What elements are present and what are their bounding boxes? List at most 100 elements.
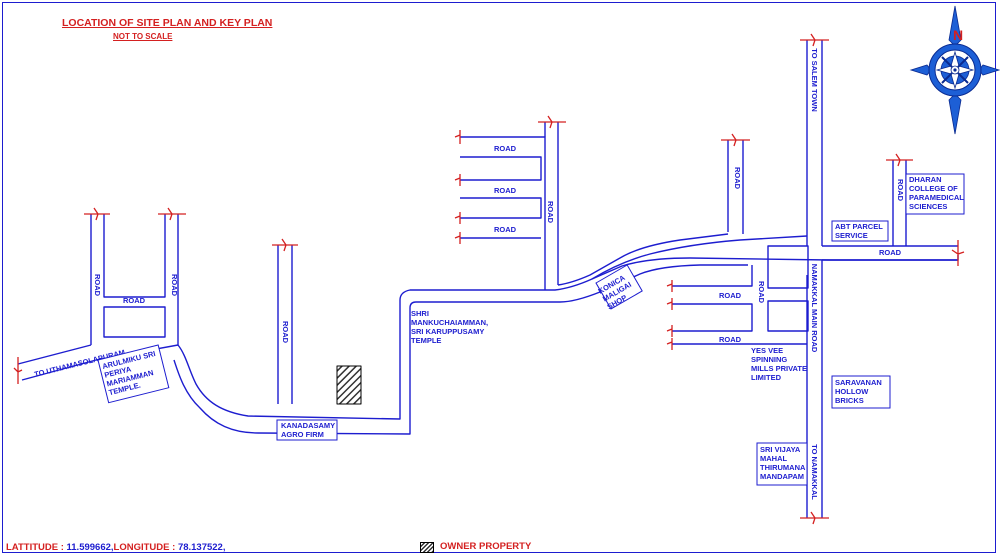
road-edge — [672, 268, 753, 287]
svg-text:SERVICE: SERVICE — [835, 231, 868, 240]
svg-text:THIRUMANA: THIRUMANA — [760, 463, 806, 472]
svg-text:KANADASAMY: KANADASAMY — [281, 421, 335, 430]
road-edge — [17, 344, 92, 365]
landmark-boxes — [97, 173, 965, 486]
dharan-box — [905, 173, 965, 215]
break-mark — [538, 115, 566, 129]
svg-text:SRI VIJAYA: SRI VIJAYA — [760, 445, 801, 454]
road-label: ROAD — [879, 248, 902, 257]
road-label: ROAD — [494, 225, 517, 234]
road-edge — [460, 156, 542, 181]
owner-property-legend-swatch — [420, 542, 434, 553]
svg-text:PARAMEDICAL: PARAMEDICAL — [909, 193, 964, 202]
page-subtitle: NOT TO SCALE — [113, 32, 173, 41]
road-edge — [173, 301, 560, 435]
road-edge — [557, 233, 729, 286]
road-label: ROAD — [719, 335, 742, 344]
svg-text:SHRI: SHRI — [411, 309, 429, 318]
svg-text:COLLEGE OF: COLLEGE OF — [909, 184, 958, 193]
road-label: ROAD — [546, 201, 555, 224]
svg-text:MAHAL: MAHAL — [760, 454, 787, 463]
break-mark — [666, 338, 673, 350]
svg-text:AGRO FIRM: AGRO FIRM — [281, 430, 324, 439]
break-mark — [454, 232, 461, 244]
svg-text:YES VEE: YES VEE — [751, 346, 783, 355]
break-mark — [666, 298, 673, 310]
road-label: ROAD — [733, 167, 742, 190]
konica-box — [595, 264, 643, 310]
road-network — [17, 40, 959, 518]
svg-text:SCIENCES: SCIENCES — [909, 202, 947, 211]
road-label: ROAD — [896, 179, 905, 202]
longitude-label: LONGITUDE : — [113, 542, 178, 553]
road-edge — [460, 136, 546, 290]
break-mark — [158, 207, 186, 221]
break-mark — [666, 280, 673, 292]
latitude-value: 11.599662, — [66, 542, 114, 553]
kanadasamy-box — [276, 419, 338, 441]
road-label: TO NAMAKKAL — [810, 444, 819, 500]
svg-text:MANDAPAM: MANDAPAM — [760, 472, 804, 481]
arulmiku-box — [97, 344, 170, 404]
svg-text:SPINNING: SPINNING — [751, 355, 787, 364]
abt-parcel-box — [831, 220, 889, 242]
road-block — [767, 300, 809, 332]
road-edge — [559, 264, 748, 303]
saravanan-label: SARAVANAN HOLLOW BRICKS — [835, 378, 882, 405]
abt-parcel-label: ABT PARCEL SERVICE — [835, 222, 883, 240]
north-letter: N — [953, 27, 963, 43]
break-mark — [666, 325, 673, 337]
shri-temple-label: SHRI MANKUCHAIAMMAN, SRI KARUPPUSAMY TEM… — [411, 309, 488, 345]
longitude-value: 78.137522, — [177, 542, 226, 553]
compass-rose-icon — [909, 5, 1000, 135]
owner-property-legend-label: OWNER PROPERTY — [440, 541, 532, 552]
break-mark — [800, 33, 829, 47]
road-edge — [103, 214, 166, 298]
sri-vijaya-box — [756, 442, 808, 486]
break-mark — [454, 212, 461, 224]
svg-text:ABT PARCEL: ABT PARCEL — [835, 222, 883, 231]
svg-text:SRI KARUPPUSAMY: SRI KARUPPUSAMY — [411, 327, 484, 336]
road-edge — [672, 303, 753, 332]
kanadasamy-label: KANADASAMY AGRO FIRM — [281, 421, 335, 439]
road-edge — [177, 255, 959, 420]
yes-vee-label: YES VEE SPINNING MILLS PRIVATE LIMITED — [751, 346, 807, 382]
road-label: ROAD — [494, 186, 517, 195]
coordinates: LATTITUDE : 11.599662,LONGITUDE : 78.137… — [6, 542, 225, 553]
road-edge — [460, 197, 542, 219]
svg-text:BRICKS: BRICKS — [835, 396, 864, 405]
road-label: ROAD — [281, 321, 290, 344]
road-block — [767, 245, 809, 289]
page-title: LOCATION OF SITE PLAN AND KEY PLAN — [62, 17, 273, 29]
break-mark — [13, 357, 23, 384]
road-label: ROAD — [494, 144, 517, 153]
svg-text:MANKUCHAIAMMAN,: MANKUCHAIAMMAN, — [411, 318, 488, 327]
break-mark — [721, 133, 750, 147]
road-label: ROAD — [170, 274, 179, 297]
road-label: TO SALEM TOWN — [810, 48, 819, 111]
svg-text:DHARAN: DHARAN — [909, 175, 942, 184]
break-mark — [454, 130, 461, 144]
saravanan-box — [831, 375, 891, 409]
owner-property — [336, 365, 362, 405]
svg-text:TEMPLE: TEMPLE — [411, 336, 441, 345]
svg-text:HOLLOW: HOLLOW — [835, 387, 869, 396]
svg-text:MILLS PRIVATE: MILLS PRIVATE — [751, 364, 807, 373]
road-block — [103, 306, 166, 338]
svg-text:LIMITED: LIMITED — [751, 373, 782, 382]
road-label: ROAD — [757, 281, 766, 304]
break-mark — [951, 240, 965, 266]
break-mark — [84, 207, 110, 221]
road-label: NAMAKKAL MAIN ROAD — [810, 264, 819, 353]
road-label: ROAD — [123, 296, 146, 305]
sri-vijaya-label: SRI VIJAYA MAHAL THIRUMANA MANDAPAM — [760, 445, 806, 481]
latitude-label: LATTITUDE : — [6, 542, 67, 553]
dharan-label: DHARAN COLLEGE OF PARAMEDICAL SCIENCES — [909, 175, 964, 211]
road-label: ROAD — [719, 291, 742, 300]
svg-text:SARAVANAN: SARAVANAN — [835, 378, 882, 387]
road-edge — [591, 235, 808, 280]
break-mark — [454, 174, 461, 186]
break-mark — [272, 238, 298, 252]
